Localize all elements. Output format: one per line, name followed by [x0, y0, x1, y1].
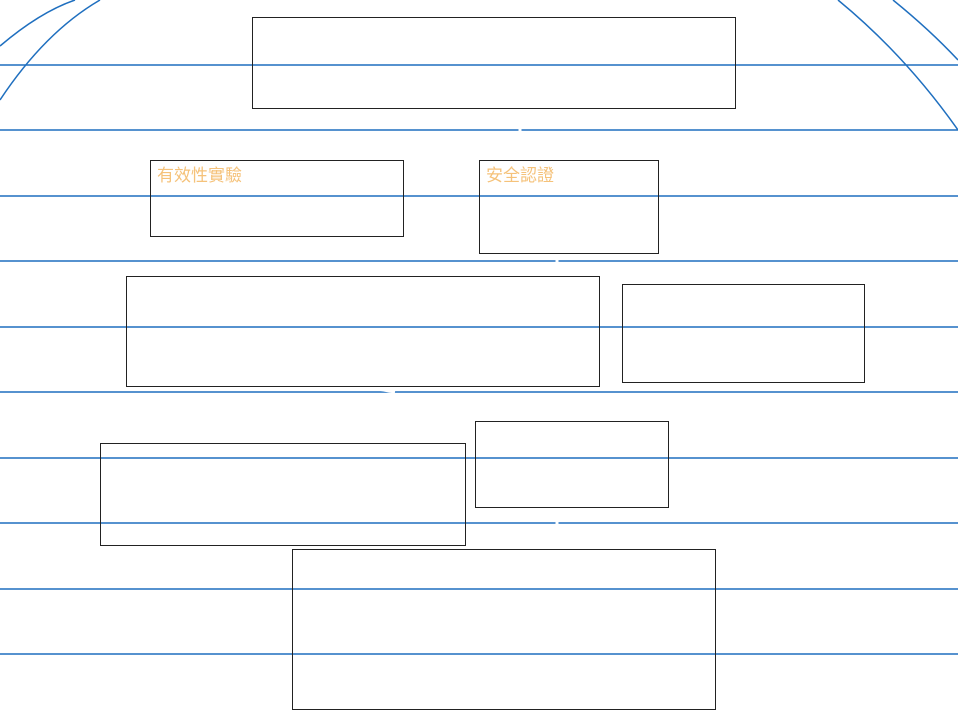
node-lower-left-box	[100, 443, 466, 546]
arc-top-left-inner	[0, 0, 101, 101]
arc-top-right-outer	[837, 0, 958, 131]
node-validity-experiment: 有效性實驗	[150, 160, 404, 237]
node-wide-middle-box	[126, 276, 600, 387]
arc-top-left-outer	[0, 0, 76, 47]
node-bottom-box	[292, 549, 716, 710]
node-right-middle-box	[622, 284, 865, 383]
arc-top-right-inner	[892, 0, 958, 61]
connector	[359, 384, 396, 394]
node-top-box	[252, 17, 736, 109]
node-safety-certification: 安全認證	[479, 160, 659, 254]
node-title: 安全認證	[486, 166, 554, 186]
node-lower-small-box	[475, 421, 669, 508]
node-title: 有效性實驗	[157, 166, 242, 186]
